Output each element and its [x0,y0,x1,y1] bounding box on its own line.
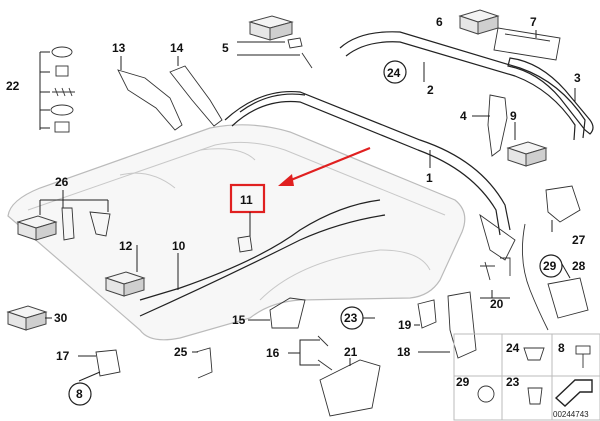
circled-callouts: 24 8 23 29 [68,60,563,406]
callout-21: 21 [344,345,358,359]
callout-15: 15 [232,313,246,327]
callout-20: 20 [490,297,504,311]
legend-8: 8 [558,341,565,355]
button-24 [523,347,545,361]
bracket-17 [95,349,121,377]
direction-arrow-icon [554,379,593,407]
legend-29: 29 [456,375,470,389]
callout-7: 7 [530,15,537,29]
highlight-arrow [278,146,371,186]
legend-grid [453,333,600,421]
side-bracket [487,94,508,157]
frame-bow [224,90,516,261]
callout-29-circle: 29 [543,259,557,273]
legend-24: 24 [506,341,520,355]
legend-23: 23 [506,375,520,389]
pins-16 [288,335,333,371]
clip-23 [527,387,543,405]
panel-21 [319,359,381,417]
guide-rail-mount [237,235,253,253]
hinge-18 [447,291,477,359]
package-box-12 [104,271,146,297]
callout-10: 10 [172,239,186,253]
callout-25: 25 [174,345,188,359]
soft-top-roof [7,124,466,341]
legend-labels: 24 8 29 23 [456,341,565,389]
highlight-box-11 [229,183,266,214]
callout-3: 3 [574,71,581,85]
callout-16: 16 [266,346,280,360]
callout-19: 19 [398,318,412,332]
callout-28: 28 [572,259,586,273]
package-box-30 [6,305,48,331]
callout-labels: 1 2 3 4 5 6 7 9 10 11 12 13 14 15 16 17 … [6,15,586,363]
callout-18: 18 [397,345,411,359]
callout-17: 17 [56,349,70,363]
guide-rail [139,214,386,317]
clip-part [493,27,561,61]
hardware-kit [39,46,75,133]
bracket-15 [269,297,306,329]
upper-frame [339,31,586,141]
callout-4: 4 [460,109,467,123]
callout-14: 14 [170,41,184,55]
callout-12: 12 [119,239,133,253]
callout-30: 30 [54,311,68,325]
bolt-8 [575,345,591,368]
lock-plate-28 [547,277,589,319]
hinge-brackets [39,190,111,241]
package-box-6 [458,9,500,35]
callout-1: 1 [426,171,433,185]
callout-6: 6 [436,15,443,29]
latch-19 [417,299,437,329]
leader-lines [45,30,576,382]
lock-27 [545,185,581,223]
lever-part [117,69,183,131]
screws-20 [480,257,511,299]
callout-27: 27 [572,233,586,247]
diagram-number: 00244743 [553,410,589,419]
callout-5: 5 [222,41,229,55]
callout-9: 9 [510,109,517,123]
rod-25 [195,347,213,379]
callout-26: 26 [55,175,69,189]
package-box-5 [248,15,294,41]
callout-13: 13 [112,41,126,55]
seal-strip [507,57,594,135]
callout-8-circle: 8 [76,387,83,401]
package-box-26 [16,215,58,241]
callout-2: 2 [427,83,434,97]
callout-22: 22 [6,79,20,93]
callout-23-circle: 23 [344,311,358,325]
cover-part [169,65,223,127]
grommet-29 [477,385,495,403]
screw-part [237,37,313,69]
callout-11: 11 [240,193,253,207]
callout-24-circle: 24 [387,66,401,80]
cable-part [139,199,381,301]
wiring [521,223,549,331]
package-box-9 [506,141,548,167]
